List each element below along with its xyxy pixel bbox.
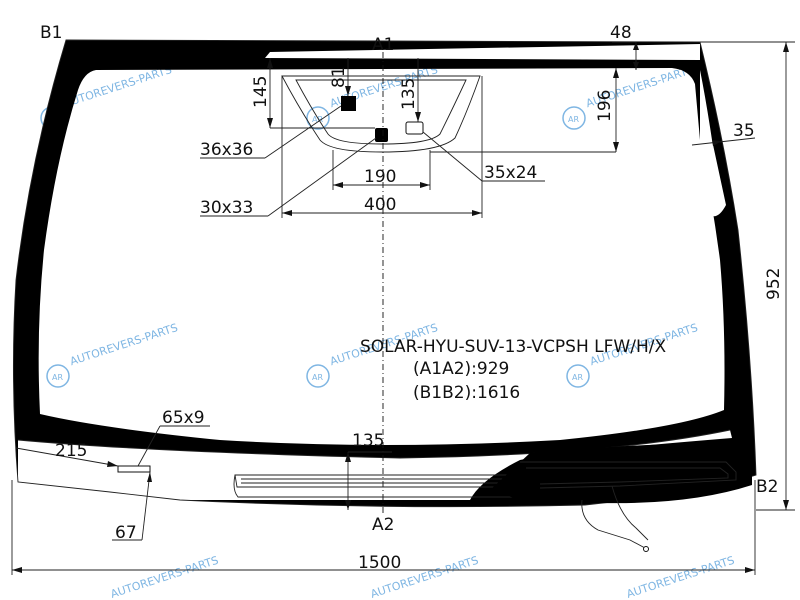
- product-a1a2: (A1A2):929: [413, 359, 509, 379]
- dim-side-band: 35: [733, 121, 755, 141]
- glass-top-clear-strip: [265, 44, 700, 60]
- watermark-logo: AR AUTOREVERS-PARTS: [46, 321, 179, 388]
- watermark-text: AUTOREVERS-PARTS: [625, 554, 736, 600]
- point-b1-label: B1: [40, 23, 62, 43]
- sensor-rect-35x24: [405, 121, 424, 135]
- dim-sensor-81: 81: [329, 66, 349, 88]
- glass-frit-band: [13, 40, 756, 507]
- sensor-square-30x33: [375, 128, 388, 142]
- watermark-text: AUTOREVERS-PARTS: [68, 321, 179, 368]
- svg-text:AR: AR: [568, 115, 579, 124]
- label-vin-65x9: 65x9: [162, 408, 205, 428]
- sensor-square-36x36: [341, 96, 356, 111]
- label-36x36: 36x36: [200, 140, 253, 160]
- dim-vin-67: 67: [115, 523, 137, 543]
- dim-bracket-190: 190: [364, 167, 396, 187]
- dim-sensor-196: 196: [595, 90, 615, 122]
- watermark-logo: AR AUTOREVERS-PARTS: [562, 63, 695, 130]
- dim-sensor-135: 135: [399, 78, 419, 110]
- dim-vin-215: 215: [55, 441, 87, 461]
- watermark-text: AUTOREVERS-PARTS: [109, 554, 220, 600]
- vin-rect-65x9: [117, 465, 151, 473]
- dimension-lines: [11, 41, 795, 575]
- dim-width: 1500: [358, 553, 401, 573]
- dim-heating-135: 135: [352, 431, 384, 451]
- svg-text:AR: AR: [312, 373, 323, 382]
- heating-element: [233, 443, 752, 552]
- glass-outer-outline: [12, 39, 757, 508]
- label-30x33: 30x33: [200, 198, 253, 218]
- svg-text:AR: AR: [572, 373, 583, 382]
- product-b1b2: (B1B2):1616: [413, 383, 520, 403]
- svg-text:AR: AR: [312, 115, 323, 124]
- dim-sensor-145: 145: [251, 76, 271, 108]
- product-code: SOLAR-HYU-SUV-13-VCPSH LFW/H/X: [360, 337, 666, 357]
- glass-inner-outline: [17, 429, 731, 459]
- glass-right-clear-strip: [700, 70, 726, 217]
- dim-top-offset: 48: [610, 23, 632, 43]
- point-b2-label: B2: [756, 477, 778, 497]
- point-a2-label: A2: [372, 515, 394, 535]
- svg-text:AR: AR: [52, 373, 63, 382]
- watermark-logo: AR AUTOREVERS-PARTS: [306, 63, 439, 130]
- dim-height: 952: [764, 268, 784, 300]
- point-a1-label: A1: [372, 35, 394, 55]
- glass-lower-clear-area: [18, 430, 732, 500]
- dim-bracket-400: 400: [364, 195, 396, 215]
- label-35x24: 35x24: [484, 163, 537, 183]
- sensor-bracket-outline: [281, 75, 481, 153]
